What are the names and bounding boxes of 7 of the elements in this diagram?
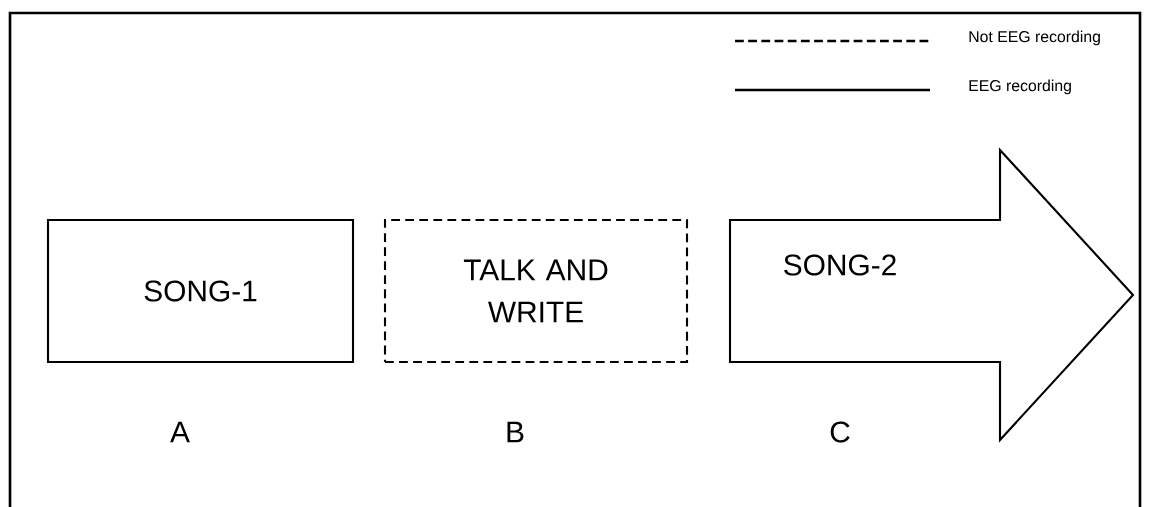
letter-label: B: [507, 421, 524, 443]
process-box: SONG-1: [46, 218, 355, 364]
legend-label: EEG recording: [969, 79, 1071, 95]
letter-label: C: [830, 421, 850, 443]
legend-label: Not EEG recording: [969, 30, 1100, 46]
process-box: TALK AND WRITE: [383, 218, 689, 364]
letter-label: A: [170, 421, 190, 443]
